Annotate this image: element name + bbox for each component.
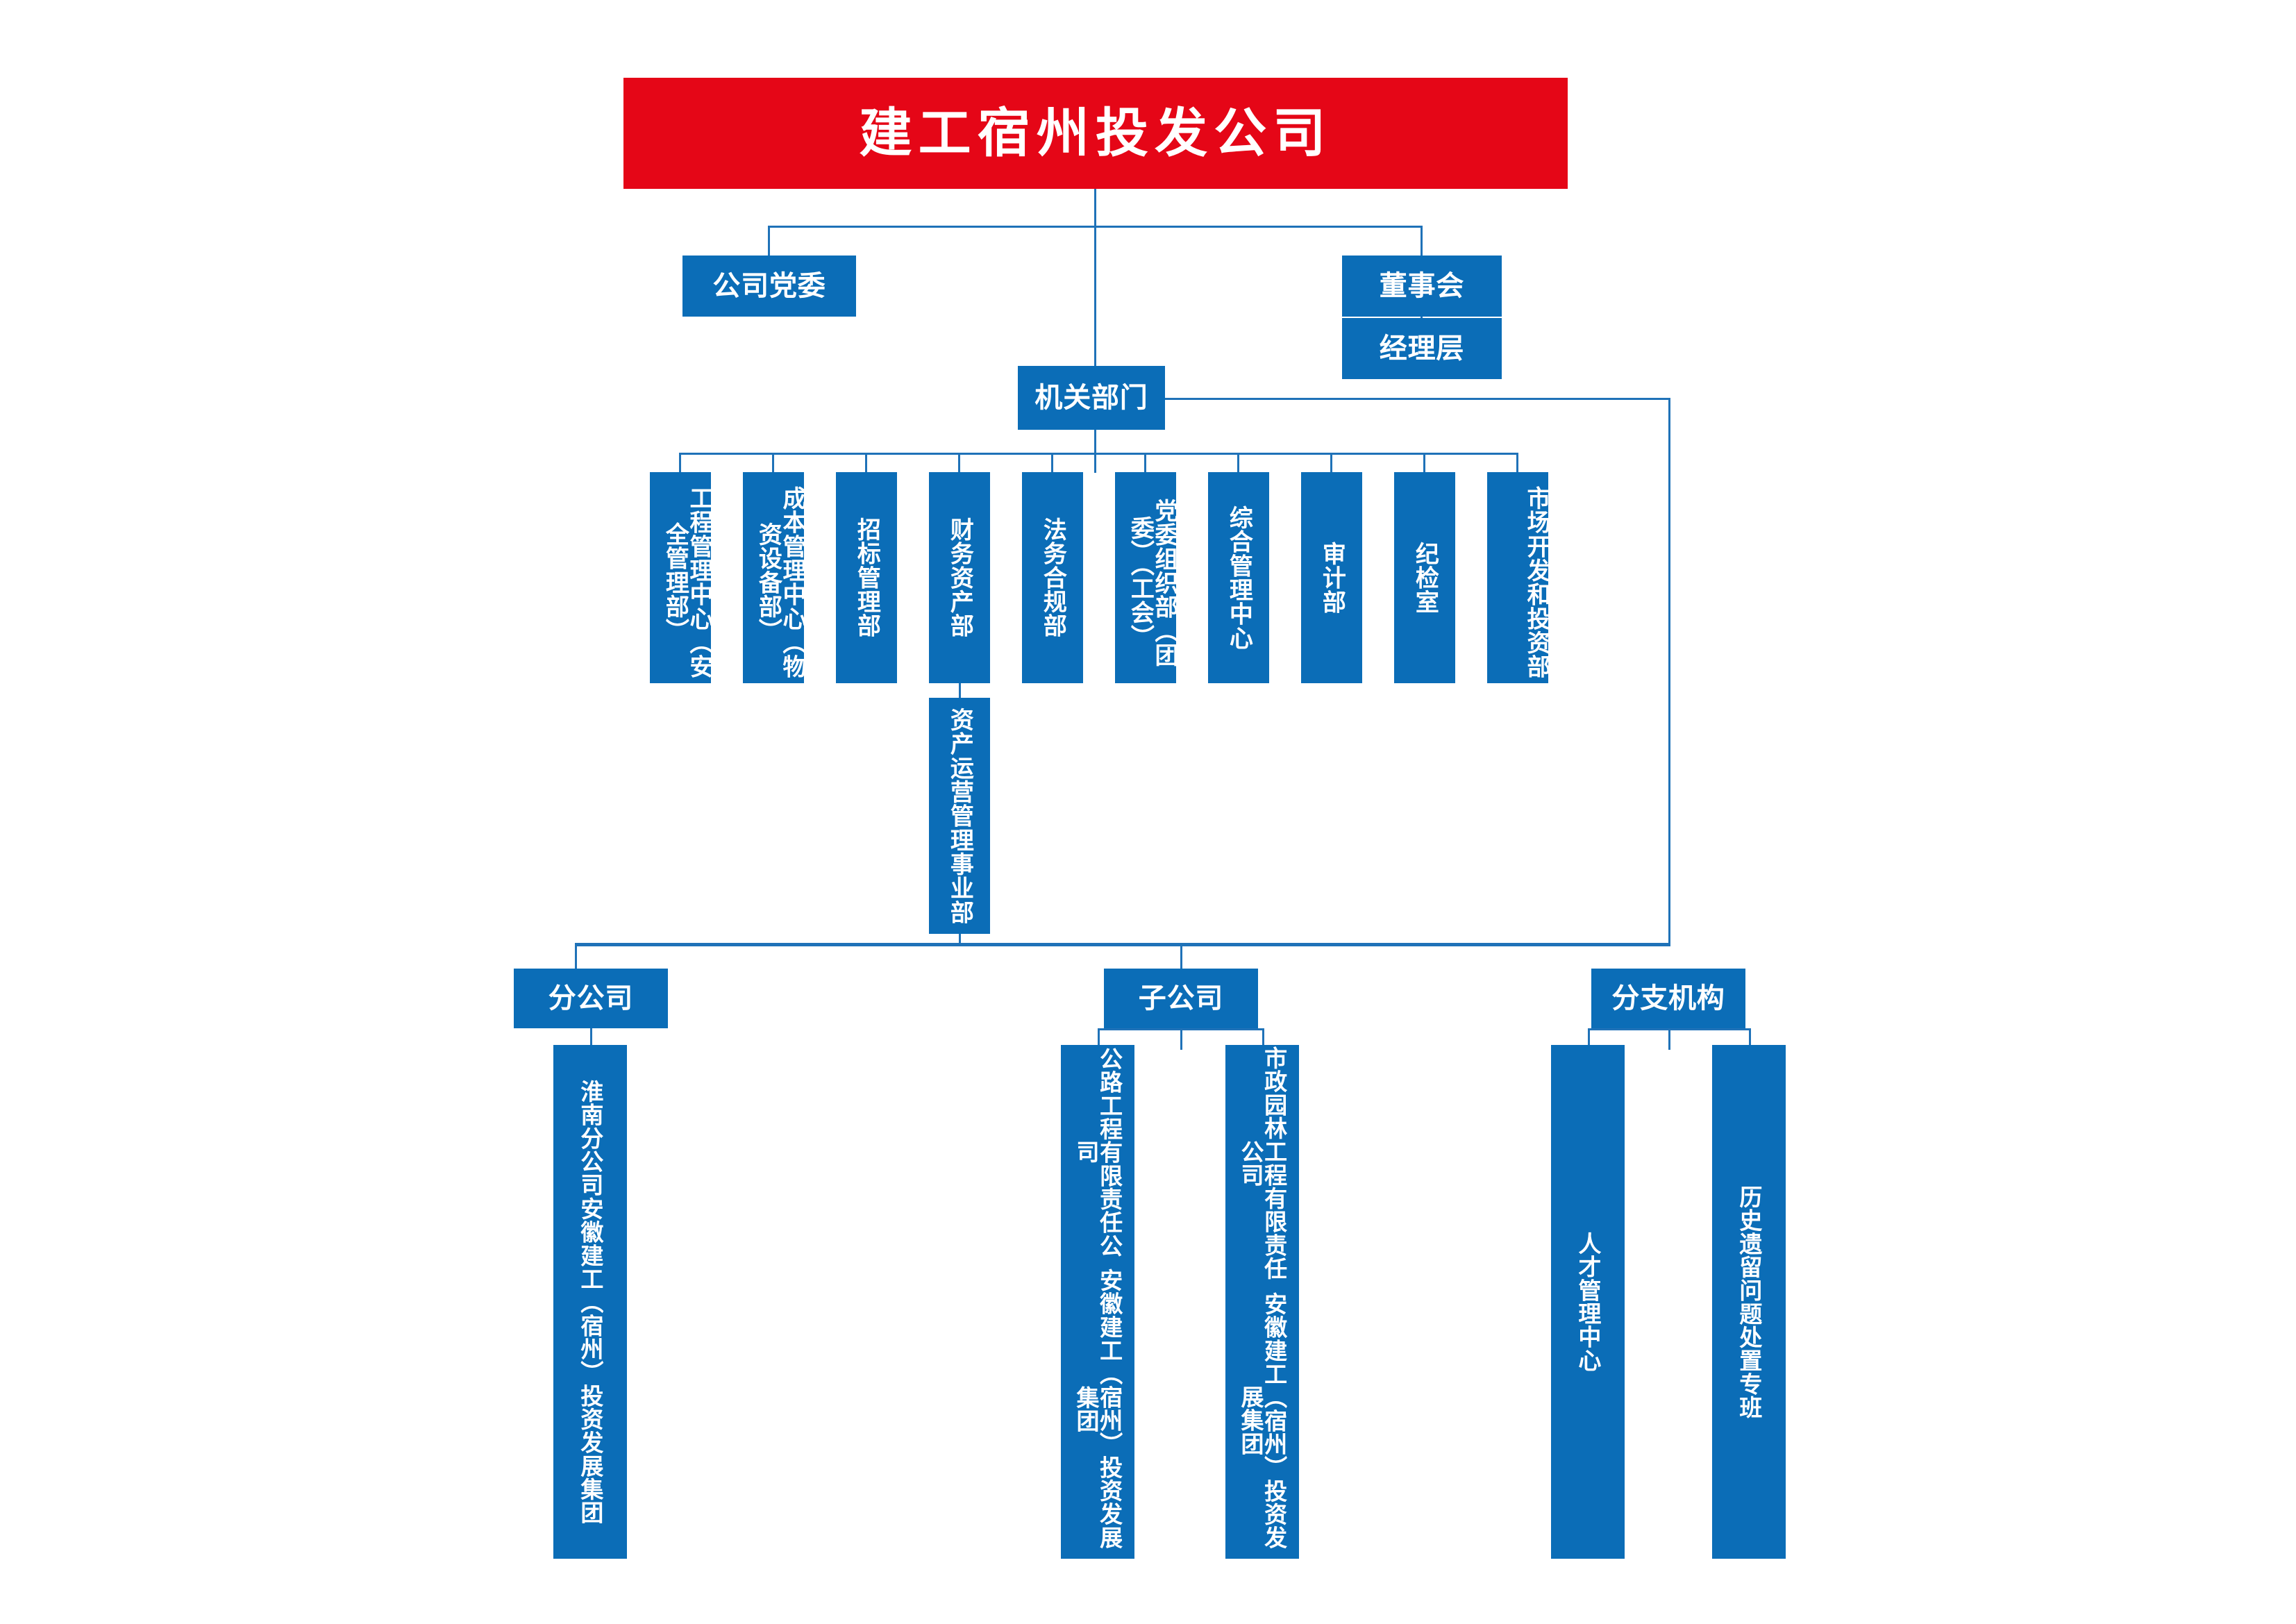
- connector-finance-to-asset-division: [959, 683, 961, 698]
- connector-affiliate-stem: [1668, 1028, 1670, 1050]
- node-management-layer: 经理层: [1342, 318, 1502, 379]
- connector-dept-drop-2: [772, 453, 774, 472]
- group-header-subsidiaries: 子公司: [1104, 969, 1258, 1028]
- leaf-huainan-branch-suffix: 淮南分公司: [576, 1080, 604, 1197]
- connector-affiliate-fork: [1588, 1028, 1751, 1030]
- connector-dept-drop-6: [1144, 453, 1146, 472]
- node-administrative-departments: 机关部门: [1018, 366, 1165, 430]
- connector-dept-drop-3: [865, 453, 867, 472]
- connector-affiliate-child-2: [1749, 1028, 1751, 1045]
- dept-engineering-management-center: 工程管理中心（安全管理部）: [650, 472, 713, 683]
- dept-cost-management-center: 成本管理中心（物资设备部）: [743, 472, 806, 683]
- dept-finance-assets: 财务资产部: [929, 472, 990, 683]
- leaf-talent-management-center: 人才管理中心: [1551, 1045, 1625, 1559]
- connector-party-drop: [768, 226, 770, 256]
- group-header-affiliates: 分支机构: [1591, 969, 1745, 1028]
- dept-party-organization: 党委组织部（团委）（工会）: [1115, 472, 1178, 683]
- connector-subsidiary-stem: [1180, 1028, 1182, 1050]
- leaf-highway-main: 安徽建工（宿州）投资发展集团: [1073, 1269, 1123, 1550]
- connector-subsidiary-drop: [1180, 943, 1182, 969]
- dept-legal-compliance: 法务合规部: [1022, 472, 1083, 683]
- dept-market-development-investment: 市场开发和投资部: [1487, 472, 1550, 683]
- connector-dept-drop-7: [1237, 453, 1239, 472]
- leaf-highway-suffix: 公路工程有限责任公司: [1073, 1046, 1123, 1257]
- connector-asset-to-bottom-bus: [959, 934, 961, 944]
- connector-subsidiary-child-2: [1262, 1028, 1264, 1045]
- connector-affiliate-child-1: [1588, 1028, 1590, 1045]
- root-node-company-title: 建工宿州投发公司: [623, 78, 1568, 189]
- leaf-municipal-suffix: 市政园林工程有限责任公司: [1237, 1046, 1288, 1281]
- leaf-huainan-branch: 淮南分公司安徽建工（宿州）投资发展集团: [553, 1045, 627, 1559]
- connector-subsidiary-child-1: [1098, 1028, 1100, 1045]
- connector-department-bus: [679, 453, 1518, 455]
- leaf-huainan-branch-main: 安徽建工（宿州）投资发展集团: [576, 1196, 604, 1524]
- connector-organ-stem: [1094, 430, 1096, 473]
- connector-dept-drop-8: [1330, 453, 1332, 472]
- connector-group-bus: [575, 943, 1670, 946]
- connector-branch-drop: [575, 943, 577, 969]
- connector-subsidiary-fork: [1098, 1028, 1264, 1030]
- leaf-municipal-main: 安徽建工（宿州）投资发展集团: [1237, 1291, 1288, 1549]
- dept-bidding-management: 招标管理部: [836, 472, 897, 683]
- connector-dept-drop-4: [958, 453, 960, 472]
- connector-root-bus: [768, 226, 1422, 228]
- connector-board-drop: [1421, 226, 1423, 256]
- node-party-committee: 公司党委: [682, 256, 856, 317]
- connector-right-spine: [1668, 398, 1670, 943]
- dept-discipline-inspection: 纪检室: [1394, 472, 1455, 683]
- leaf-municipal-subsidiary: 市政园林工程有限责任公司安徽建工（宿州）投资发展集团: [1225, 1045, 1299, 1559]
- connector-dept-drop-1: [679, 453, 681, 472]
- connector-root-stem: [1094, 189, 1096, 366]
- group-header-branch-companies: 分公司: [514, 969, 668, 1028]
- dept-general-management-center: 综合管理中心: [1208, 472, 1269, 683]
- node-asset-operation-division: 资产运营管理事业部: [929, 698, 990, 934]
- node-board-of-directors: 董事会: [1342, 256, 1502, 317]
- connector-dept-drop-5: [1051, 453, 1053, 472]
- leaf-legacy-issue-task-force: 历史遗留问题处置专班: [1712, 1045, 1786, 1559]
- connector-dept-drop-10: [1516, 453, 1518, 472]
- dept-audit: 审计部: [1301, 472, 1362, 683]
- connector-organ-right-arm: [1165, 398, 1670, 400]
- connector-dept-drop-9: [1423, 453, 1425, 472]
- leaf-highway-subsidiary: 公路工程有限责任公司安徽建工（宿州）投资发展集团: [1061, 1045, 1134, 1559]
- connector-branch-to-child: [590, 1028, 592, 1045]
